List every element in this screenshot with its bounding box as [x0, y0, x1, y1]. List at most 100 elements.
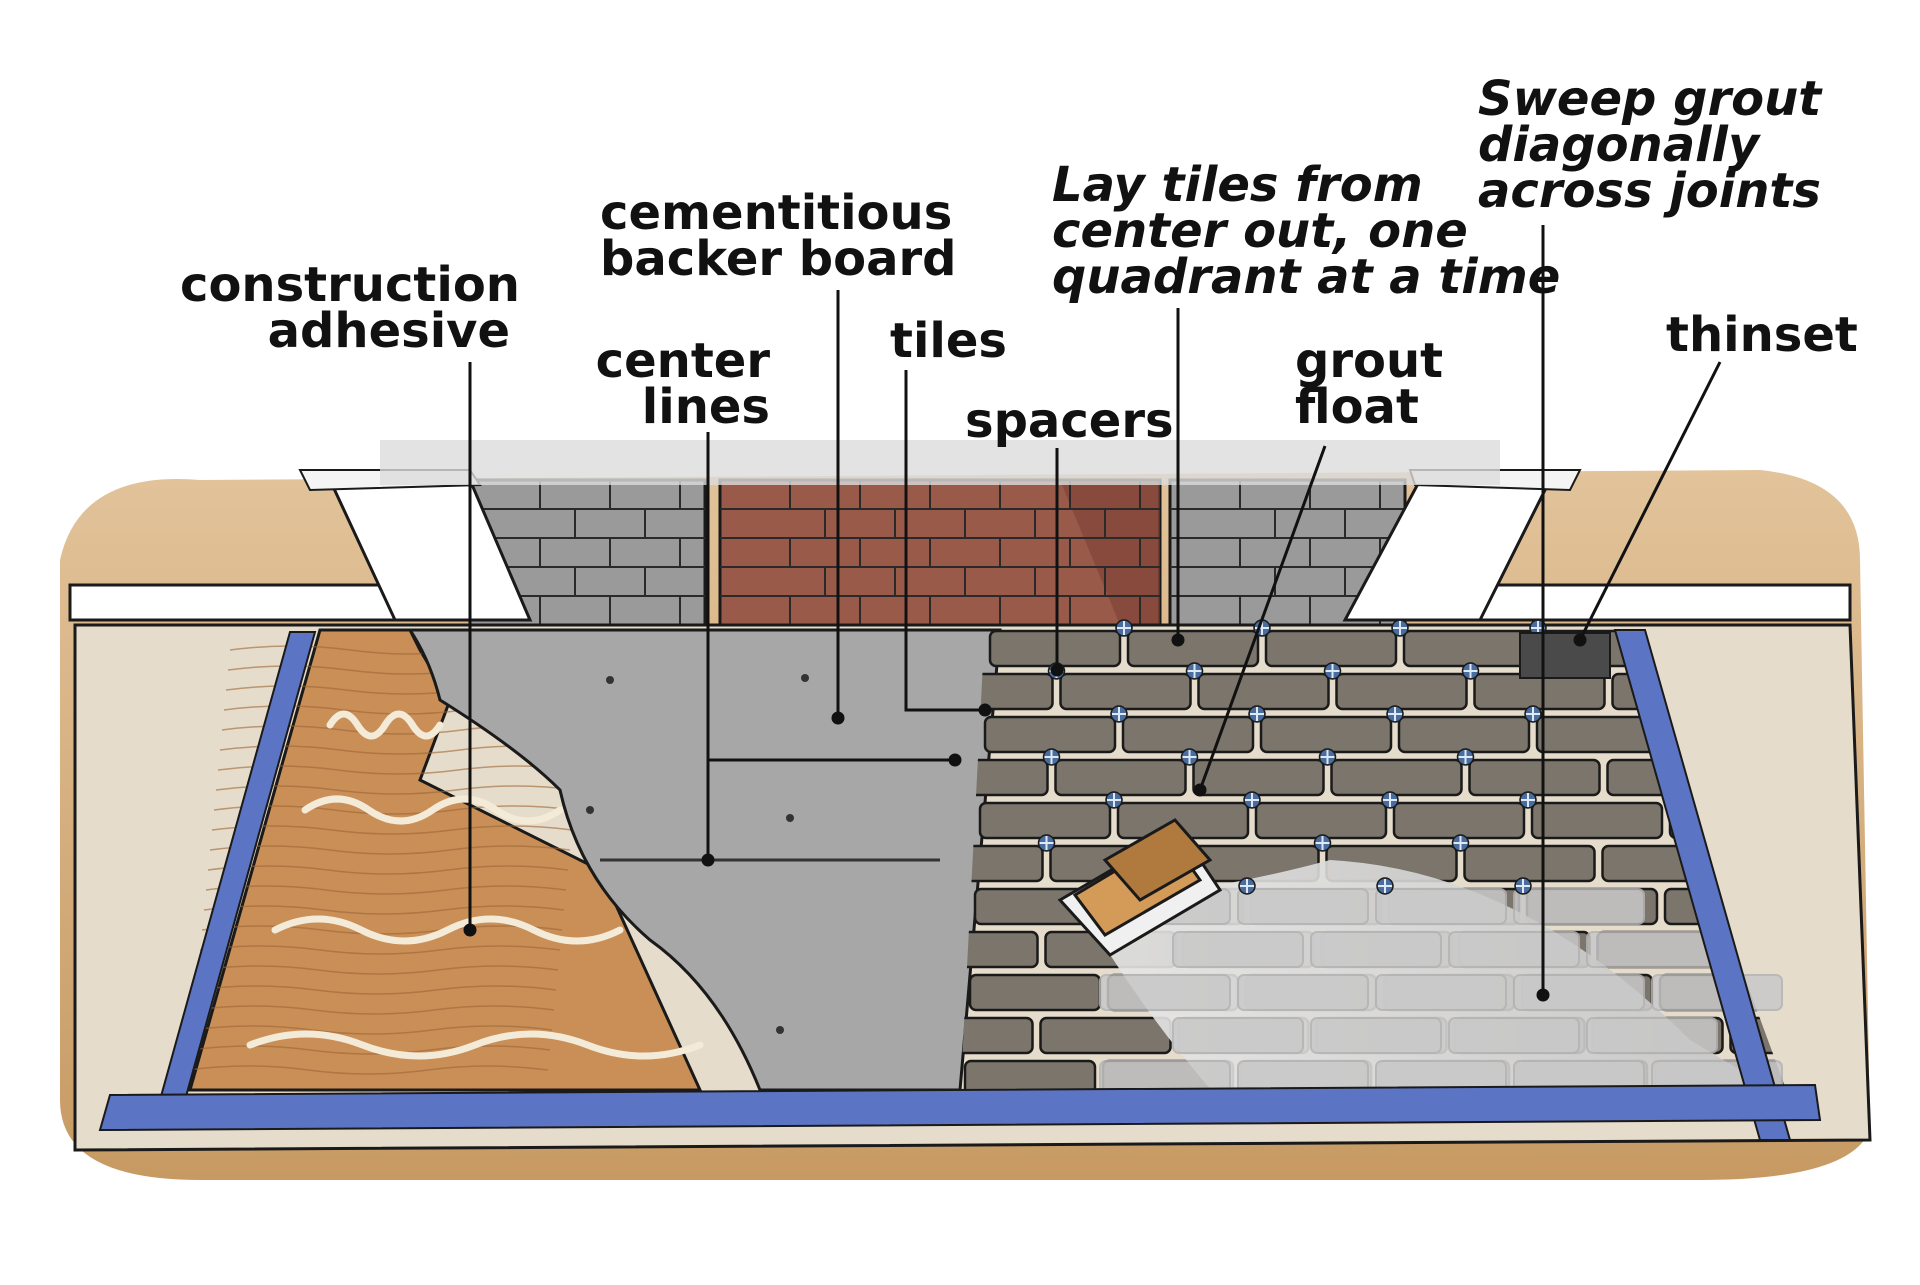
adhesive-bead — [326, 710, 444, 740]
red-brick-hearth — [718, 478, 1162, 627]
spacer — [1238, 877, 1256, 895]
grouted-tile — [1375, 888, 1507, 925]
grouted-tile — [1586, 931, 1718, 968]
spacer — [1519, 791, 1537, 809]
label-tiles: tiles — [890, 313, 1007, 369]
screw — [586, 806, 594, 814]
tile — [1463, 844, 1596, 883]
spacer — [1386, 705, 1404, 723]
tile — [960, 1016, 1034, 1055]
label-lay-tiles-instruction: Lay tiles from center out, one quadrant … — [1052, 157, 1561, 305]
grouted-tile — [1237, 974, 1369, 1011]
label-center-lines: center lines — [595, 333, 770, 435]
spacer — [1313, 834, 1332, 852]
tile — [960, 930, 1039, 969]
spacer — [1110, 705, 1128, 723]
grouted-tile — [1310, 931, 1442, 968]
tile — [1054, 758, 1187, 797]
adhesive-bead — [271, 915, 624, 945]
tile — [1126, 629, 1260, 668]
wood-grain-line — [187, 1065, 549, 1075]
spacer — [1243, 791, 1261, 809]
grouted-tile — [1448, 931, 1580, 968]
grouted-tile — [1237, 888, 1369, 925]
label-sweep-grout-instruction: Sweep grout diagonally across joints — [1478, 71, 1822, 219]
spacer — [1037, 834, 1056, 852]
label-thinset: thinset — [1666, 307, 1858, 363]
spacer — [1248, 705, 1266, 723]
grouted-tile — [1513, 974, 1645, 1011]
grout-float-tool — [1057, 818, 1223, 957]
grouted-tile — [1172, 1017, 1304, 1054]
spacer — [1042, 748, 1061, 766]
wood-grain-line — [211, 825, 573, 835]
adhesive-bead — [301, 795, 564, 825]
tile — [960, 844, 1044, 883]
screw — [606, 676, 614, 684]
painters-tape-border — [98, 629, 1822, 1141]
grouted-tile — [1099, 974, 1231, 1011]
tile — [1039, 1016, 1172, 1055]
spacer — [1323, 662, 1342, 680]
grouted-tile — [1310, 1017, 1442, 1054]
tile — [1197, 672, 1330, 711]
wood-grain-line — [201, 925, 563, 935]
grouted-tile — [1448, 1017, 1580, 1054]
wood-grain-line — [205, 885, 567, 895]
wood-grain-line — [215, 785, 577, 795]
screw — [801, 674, 809, 682]
tile — [1192, 758, 1325, 797]
tile — [983, 715, 1117, 754]
tile — [1468, 758, 1601, 797]
construction-adhesive-beads — [246, 710, 704, 1060]
spacer — [1391, 619, 1409, 637]
spacer — [1524, 705, 1542, 723]
baseboard-trim — [68, 469, 1852, 622]
wood-grain-line — [191, 1025, 553, 1035]
tile — [1259, 715, 1393, 754]
label-grout-float: grout float — [1295, 333, 1444, 435]
wood-grain-line — [209, 845, 571, 855]
tile — [988, 629, 1122, 668]
spacer — [1185, 662, 1204, 680]
wood-grain-line — [195, 985, 557, 995]
tile — [1254, 801, 1388, 840]
spacer — [1115, 619, 1133, 637]
screw — [786, 814, 794, 822]
tile — [1392, 801, 1526, 840]
spacer — [1456, 748, 1475, 766]
tile — [968, 973, 1102, 1012]
spacer — [1105, 791, 1123, 809]
grouted-tile — [1513, 888, 1645, 925]
tile — [1473, 672, 1606, 711]
tile — [1530, 801, 1664, 840]
wall-top-gradient — [380, 440, 1500, 485]
leader-lines — [463, 225, 1722, 1002]
wood-grain-line — [207, 865, 569, 875]
thinset-patch — [1519, 632, 1611, 679]
backer-board-screws — [586, 674, 809, 1034]
adhesive-bead — [246, 1030, 704, 1060]
tile — [1121, 715, 1255, 754]
wood-grain-line — [213, 805, 575, 815]
grouted-tile — [1172, 931, 1304, 968]
wood-grain-line — [193, 1005, 555, 1015]
tile — [960, 758, 1049, 797]
wood-grain-line — [199, 945, 561, 955]
wood-grain-line — [203, 905, 565, 915]
grouted-tile — [1375, 974, 1507, 1011]
tile — [978, 801, 1112, 840]
screw — [776, 1026, 784, 1034]
label-spacers: spacers — [965, 393, 1174, 449]
label-construction-adhesive: construction adhesive — [180, 257, 520, 359]
spacer — [1451, 834, 1470, 852]
spacer — [1318, 748, 1337, 766]
tile — [1059, 672, 1192, 711]
tile — [1335, 672, 1468, 711]
spacer — [1514, 877, 1532, 895]
wood-grain-line — [197, 965, 559, 975]
spacer — [1180, 748, 1199, 766]
tile — [1264, 629, 1398, 668]
